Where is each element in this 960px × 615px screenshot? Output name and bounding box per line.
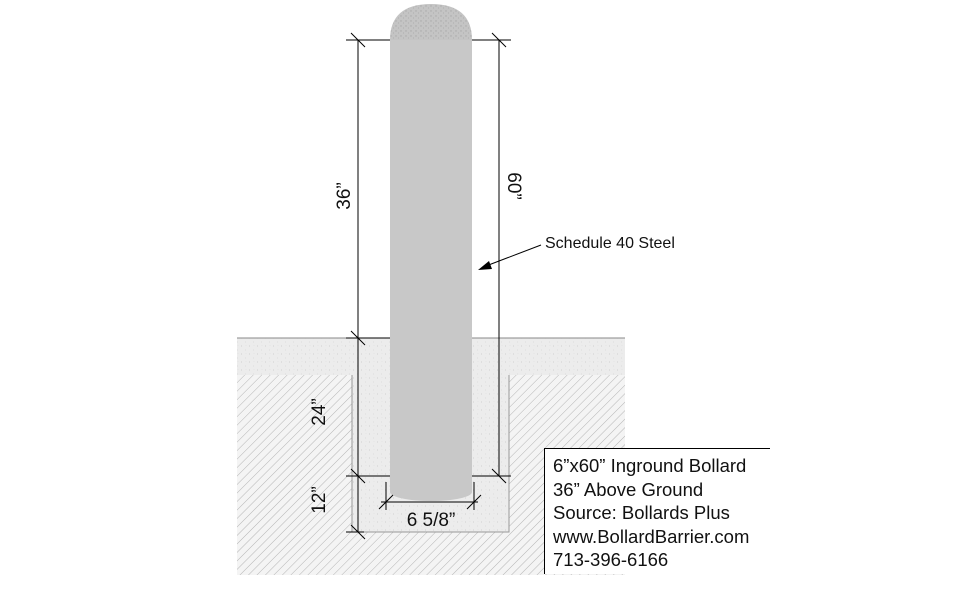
tick-footing-bottom — [350, 524, 366, 540]
callout-arrow-line — [485, 244, 542, 267]
info-line-title: 6”x60” Inground Bollard — [553, 455, 747, 476]
tick-bottom-right — [491, 468, 507, 484]
tick-top-left — [350, 32, 366, 48]
dim-label-60: 60” — [503, 172, 524, 199]
info-line-website: www.BollardBarrier.com — [553, 525, 750, 547]
info-box: 6”x60” Inground Bollard 36” Above Ground… — [544, 448, 770, 574]
callout-material-label: Schedule 40 Steel — [545, 235, 675, 252]
dim-label-24: 24” — [309, 398, 330, 425]
bollard-pipe — [390, 40, 472, 492]
dim-label-12: 12” — [309, 486, 330, 513]
pipe-bottom — [390, 483, 472, 501]
dim-label-width: 6 5/8” — [407, 510, 456, 531]
callout-arrowhead — [478, 261, 492, 270]
footing-outline — [351, 375, 510, 533]
info-line-height: 36” Above Ground — [553, 478, 704, 500]
info-line-source: Source: Bollards Plus — [553, 502, 730, 523]
dim-label-36: 36” — [334, 182, 355, 209]
tick-width-left — [378, 494, 394, 510]
info-line-phone: 713-396-6166 — [553, 549, 669, 570]
dome-cap — [390, 4, 472, 40]
tick-top-right — [491, 32, 507, 48]
tick-width-right — [466, 494, 482, 510]
